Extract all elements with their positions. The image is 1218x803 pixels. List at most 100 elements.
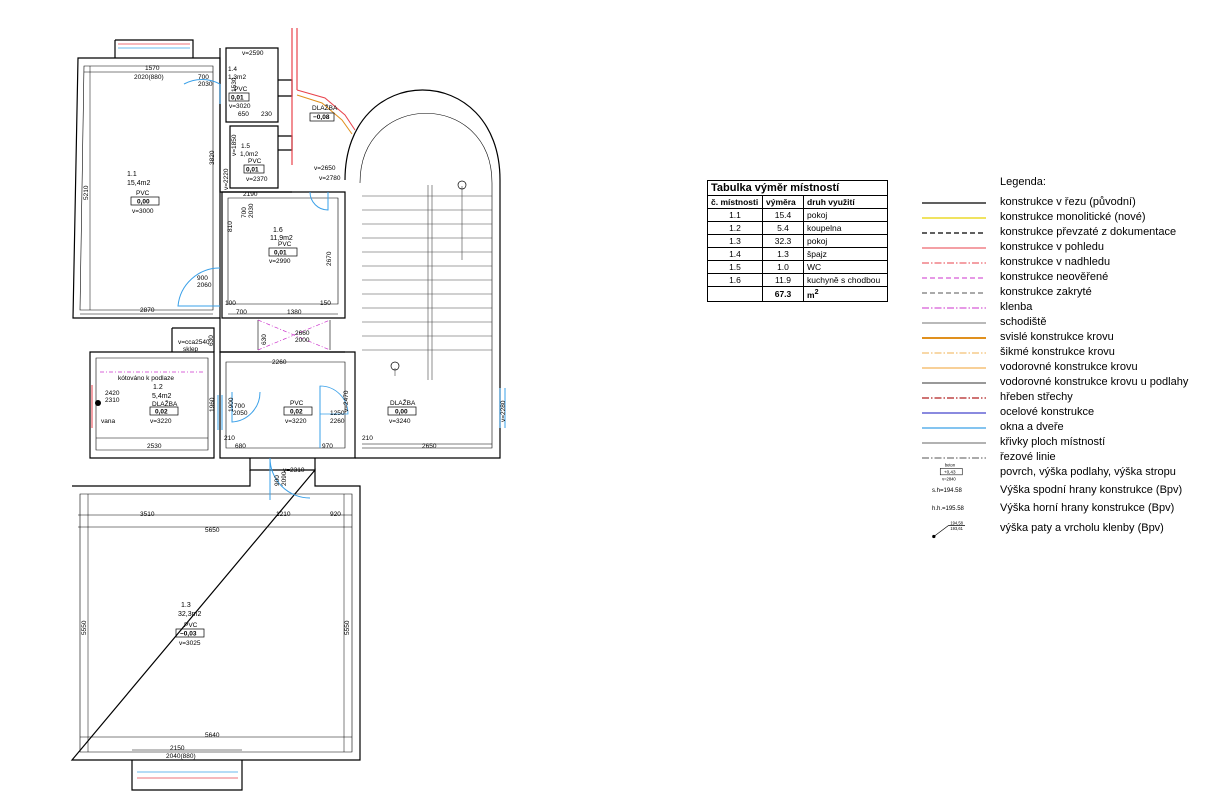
legend-item: konstrukce převzaté z dokumentace bbox=[922, 226, 1212, 240]
table-row: 1.2 5.4 koupelna bbox=[707, 221, 888, 235]
room-1-2-id: 1.2 bbox=[153, 384, 163, 391]
dim-label: 3510 bbox=[140, 511, 155, 518]
legend-line-symbol bbox=[922, 457, 986, 459]
legend-item-label: konstrukce v řezu (původní) bbox=[1000, 196, 1136, 208]
room-1-4-level: 0,01 bbox=[231, 95, 244, 102]
header-room-number: č. místnosti bbox=[707, 195, 763, 209]
legend-item: konstrukce monolitické (nové) bbox=[922, 211, 1212, 225]
cell-area: 5.4 bbox=[762, 221, 804, 235]
dim-label: 100 bbox=[225, 300, 236, 307]
dim-label: 630 bbox=[208, 335, 215, 346]
dimension-labels: 1570 2020(880) 700 2030 v=2590 650 230 2… bbox=[134, 50, 437, 760]
cell-use: pokoj bbox=[803, 234, 888, 248]
hh-sample-label: Výška horní hrany konstrukce (Bpv) bbox=[1000, 502, 1175, 514]
vault-height-icon: 194,58 193,61 bbox=[932, 521, 965, 539]
legend-item: vodorovné konstrukce krovu u podlahy bbox=[922, 376, 1212, 390]
dim-label: 2090 bbox=[281, 471, 288, 486]
table-row: 1.5 1.0 WC bbox=[707, 260, 888, 274]
dim-label: 650 bbox=[238, 111, 249, 118]
legend-line-symbol bbox=[922, 217, 986, 219]
room-1-5-height: v=2370 bbox=[246, 176, 268, 183]
dim-label: 5640 bbox=[205, 732, 220, 739]
legend-item-label: ocelové konstrukce bbox=[1000, 406, 1095, 418]
hh-sample-text: h.h.=195.58 bbox=[932, 506, 964, 512]
floor-sample-material: beton bbox=[945, 463, 956, 468]
dim-label: 1380 bbox=[287, 309, 302, 316]
room-1-2-area: 5,4m2 bbox=[152, 393, 172, 400]
cell-room-number: 1.1 bbox=[707, 208, 763, 222]
legend-item: konstrukce v nadhledu bbox=[922, 256, 1212, 270]
vault-sample-top: 194,58 bbox=[950, 521, 963, 526]
stair-treads bbox=[362, 185, 492, 380]
dim-label: 210 bbox=[224, 435, 235, 442]
dim-label: 1960 bbox=[209, 397, 216, 412]
legend-line-symbol bbox=[922, 277, 986, 279]
legend-line-symbol bbox=[922, 337, 986, 339]
dim-label: 1530 bbox=[231, 77, 238, 92]
dim-label: 2660 bbox=[295, 330, 310, 337]
stamp-dlazba-1-floor: DLAŽBA bbox=[312, 103, 338, 112]
dim-label: 230 bbox=[261, 111, 272, 118]
dim-label: 700 bbox=[198, 74, 209, 81]
dim-label: v=2220 bbox=[223, 168, 230, 190]
dim-label: 1570 bbox=[145, 65, 160, 72]
room-1-6-level: 0,01 bbox=[274, 250, 287, 257]
legend-item: konstrukce zakryté bbox=[922, 286, 1212, 300]
dim-label: 3820 bbox=[209, 150, 216, 165]
dim-label: 2670 bbox=[326, 251, 333, 266]
dim-label: v=cca2540 bbox=[178, 339, 210, 346]
cell-use: pokoj bbox=[803, 208, 888, 222]
legend-line-symbol bbox=[922, 322, 986, 324]
area-table-header: č. místnosti výměra druh využití bbox=[707, 195, 888, 209]
dim-label: 2650 bbox=[422, 443, 437, 450]
room-1-2-spot: 2420 bbox=[105, 390, 120, 397]
legend-item-label: klenba bbox=[1000, 301, 1033, 313]
table-row: 1.1 15.4 pokoj bbox=[707, 208, 888, 222]
vertical-dimension-labels: 5210 3820 1530 v=1850 v=2220 810 700 203… bbox=[81, 77, 507, 635]
dim-label: 900 bbox=[197, 275, 208, 282]
room-1-6-area: 11,9m2 bbox=[270, 235, 293, 242]
room-1-5-area: 1,0m2 bbox=[240, 151, 258, 158]
legend-item-label: řezové linie bbox=[1000, 451, 1056, 463]
legend-line-symbol bbox=[922, 442, 986, 444]
legend-line-symbol bbox=[922, 262, 986, 264]
room-1-2-item: vana bbox=[101, 418, 115, 425]
plan-walls bbox=[70, 28, 501, 791]
dim-label: v=2280 bbox=[500, 400, 507, 422]
dim-label: 2030 bbox=[198, 81, 213, 88]
room-1-3-id: 1.3 bbox=[181, 602, 191, 609]
legend-line-symbol bbox=[922, 202, 986, 204]
room-1-2-level: 0,02 bbox=[155, 409, 168, 416]
floor-sample-label: povrch, výška podlahy, výška stropu bbox=[1000, 466, 1176, 478]
legend-item-label: schodiště bbox=[1000, 316, 1047, 328]
dim-label: 630 bbox=[261, 334, 268, 345]
legend-item: šikmé konstrukce krovu bbox=[922, 346, 1212, 360]
legend-sh-sample: s.h=194.58 Výška spodní hrany konstrukce… bbox=[922, 484, 1212, 498]
room-1-5-id: 1.5 bbox=[241, 143, 250, 150]
legend-item: ocelové konstrukce bbox=[922, 406, 1212, 420]
legend-item: řezové linie bbox=[922, 451, 1212, 465]
room-1-5-floor: PVC bbox=[248, 158, 262, 165]
legend-item: hřeben střechy bbox=[922, 391, 1212, 405]
unit-superscript: 2 bbox=[814, 288, 819, 296]
legend-title: Legenda: bbox=[1000, 176, 1046, 188]
legend-line-symbol bbox=[922, 367, 986, 369]
stamp-stair-floor: DLAŽBA bbox=[390, 398, 416, 407]
stamp-dlazba-1-level: −0,08 bbox=[313, 114, 330, 121]
legend-item-label: šikmé konstrukce krovu bbox=[1000, 346, 1115, 358]
area-table: Tabulka výměr místností č. místnosti vým… bbox=[707, 180, 888, 302]
cell-area: 1.0 bbox=[762, 260, 804, 274]
room-1-3-floor: PVC bbox=[184, 622, 198, 629]
dim-label: 680 bbox=[235, 443, 246, 450]
sh-sample-label: Výška spodní hrany konstrukce (Bpv) bbox=[1000, 484, 1183, 496]
room-1-4-id: 1.4 bbox=[228, 66, 237, 73]
cell-total-empty bbox=[707, 286, 763, 302]
sh-sample-text: s.h=194.58 bbox=[932, 488, 962, 494]
legend-item: vodorovné konstrukce krovu bbox=[922, 361, 1212, 375]
table-row: 1.4 1.3 špajz bbox=[707, 247, 888, 261]
cell-use: WC bbox=[803, 260, 888, 274]
floor-sample-level: +0,43 bbox=[944, 469, 956, 474]
room-1-5-level: 0,01 bbox=[246, 167, 259, 174]
floor-plan: 1.1 15,4m2 PVC 0,00 v=3000 1.6 11,9m2 PV… bbox=[70, 28, 507, 791]
dim-label: 1250 bbox=[330, 410, 345, 417]
